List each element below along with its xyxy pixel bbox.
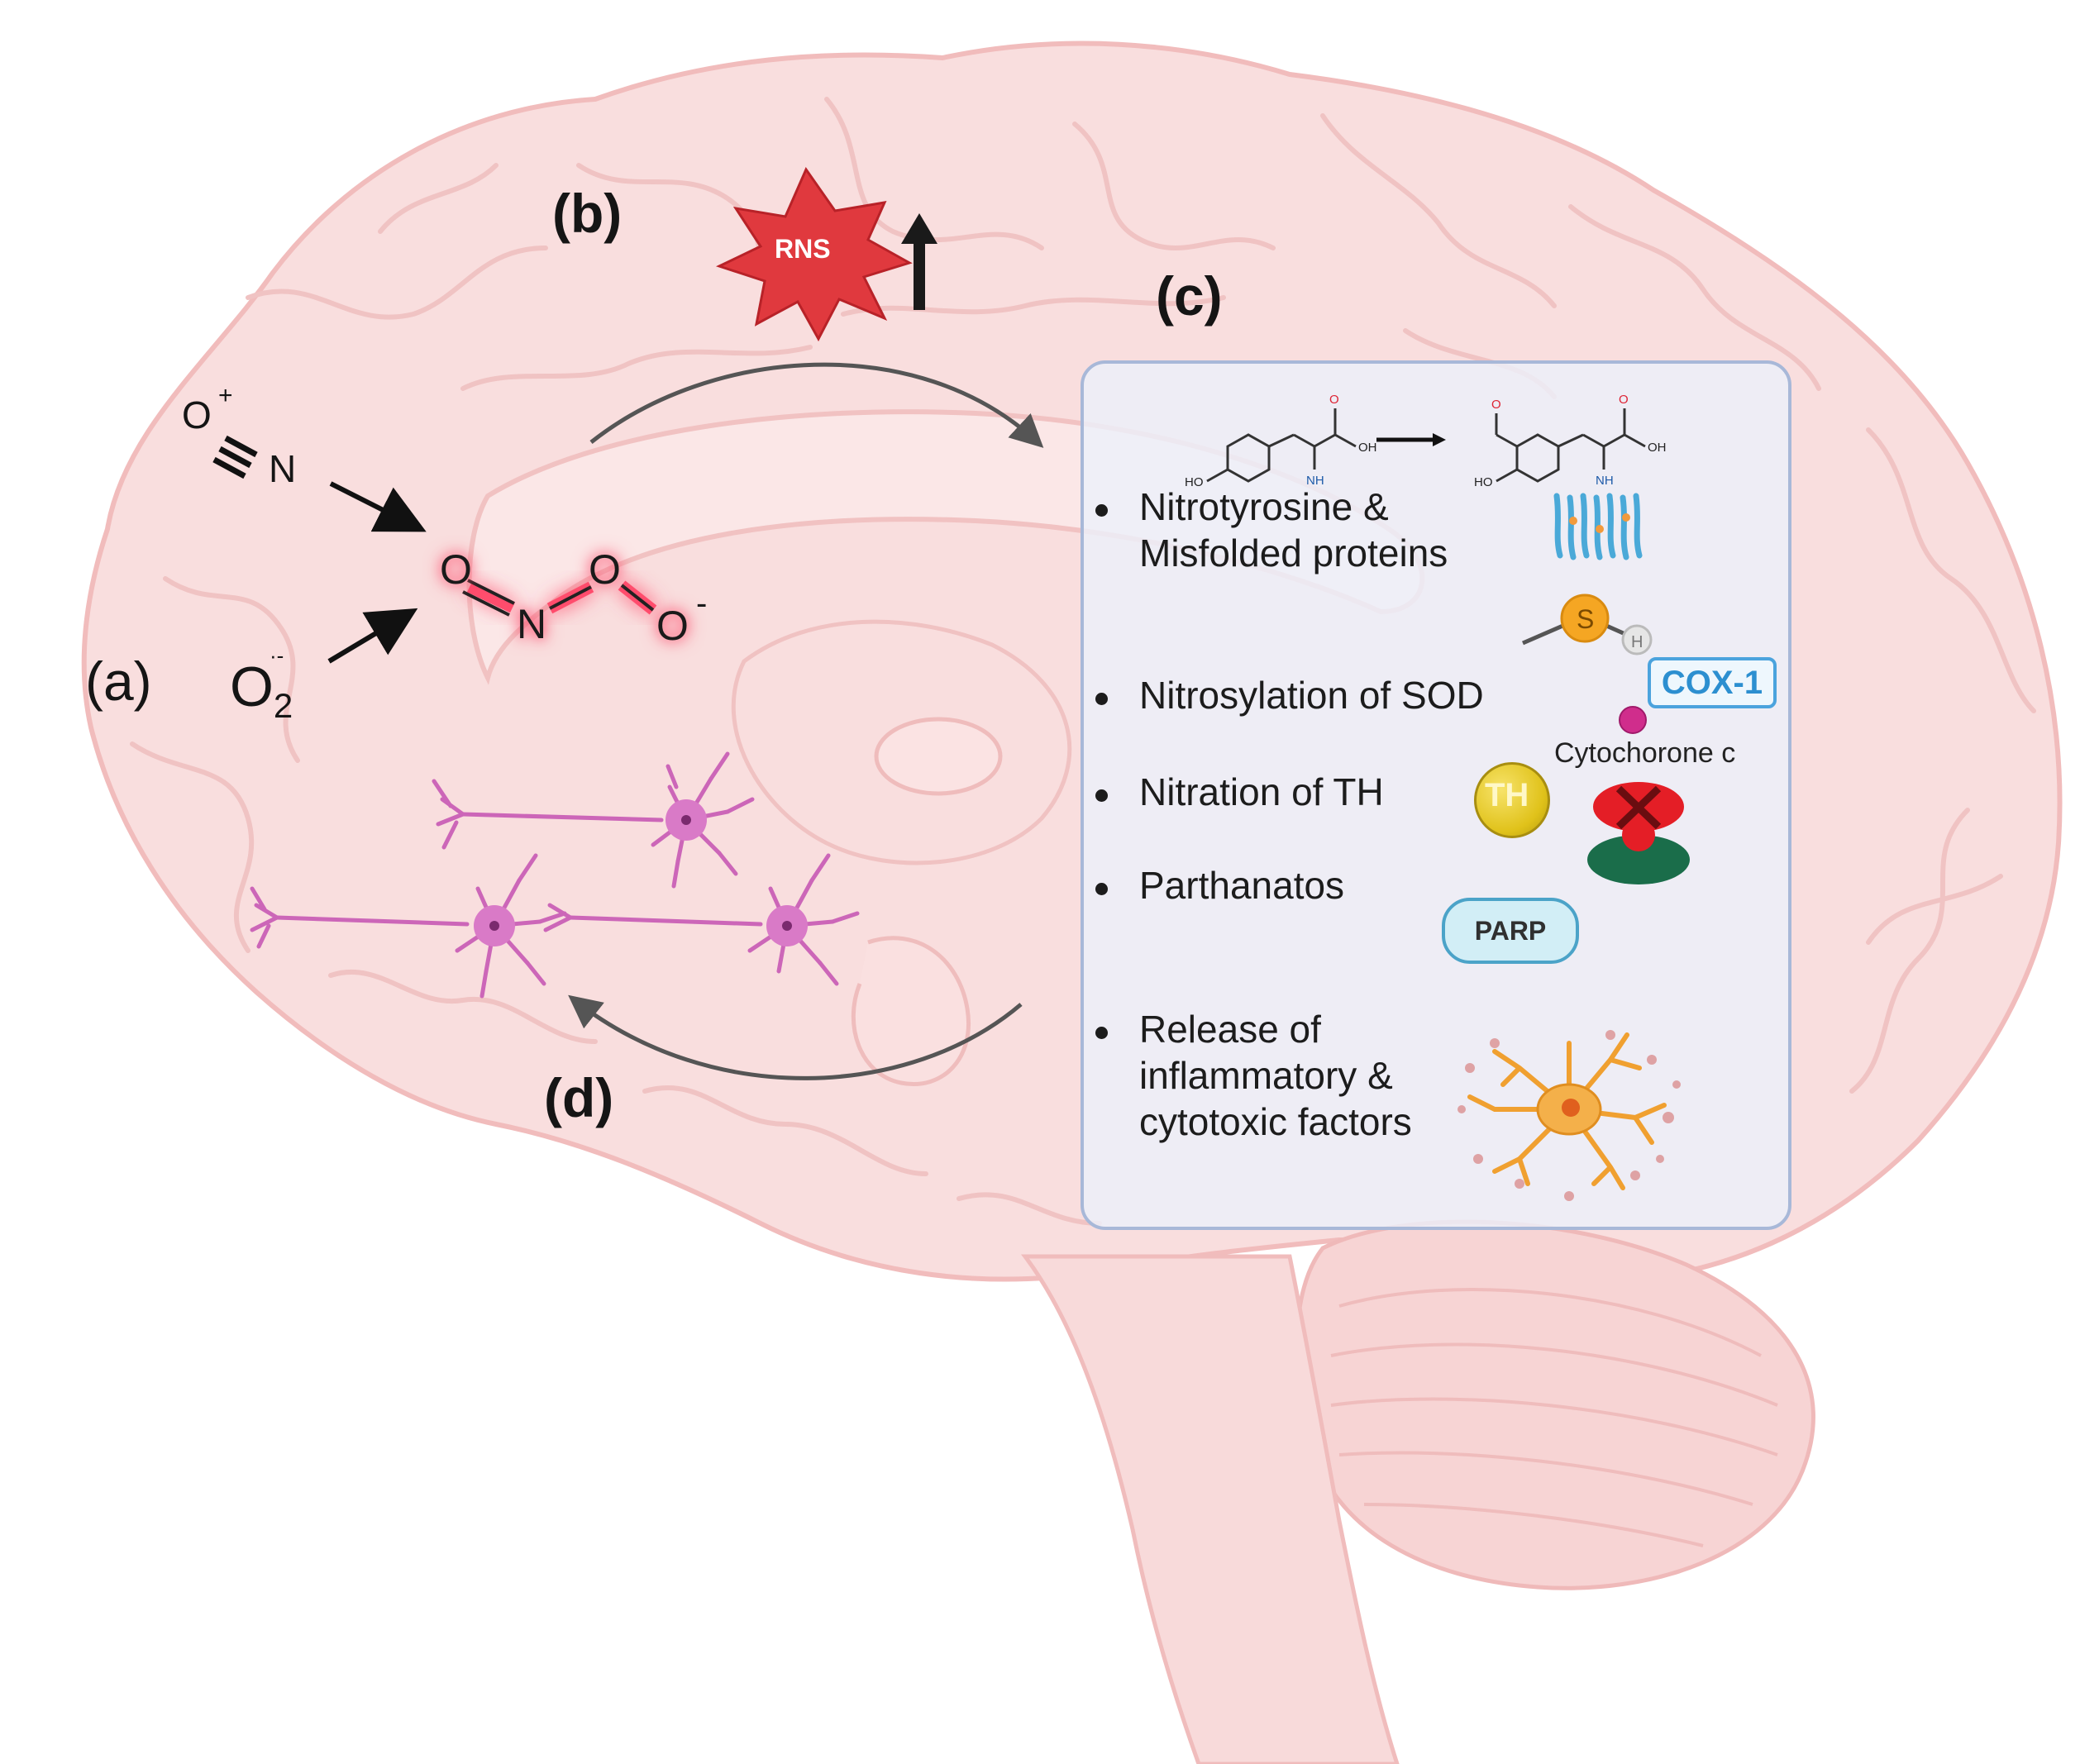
panel-label-b: (b) xyxy=(552,183,623,244)
cytochrome-c-label: Cytochorone c xyxy=(1554,737,1736,769)
microglia-icon xyxy=(1457,1030,1681,1201)
cytochrome-dot-icon xyxy=(1619,706,1647,734)
blocked-enzyme-icon xyxy=(1587,782,1690,884)
arrow-o2-to-onoo xyxy=(327,608,418,664)
rns-burst-icon xyxy=(715,166,913,342)
superoxide-charge: ·- xyxy=(270,643,284,668)
no-oxygen-label: O xyxy=(182,393,212,436)
curved-arrow-icon xyxy=(568,994,1023,1080)
mechanism-inflammatory: Release of inflammatory & cytotoxic fact… xyxy=(1139,1008,1412,1143)
mechanism-parthanatos: Parthanatos xyxy=(1139,864,1345,907)
ntyr-oh: OH xyxy=(1648,441,1667,455)
bullet-dot xyxy=(1095,883,1108,895)
brain-gyri xyxy=(130,97,2036,1226)
ntyr-ho: HO xyxy=(1474,475,1493,489)
rns-label: RNS xyxy=(775,234,831,264)
tyr-o: O xyxy=(1329,393,1339,407)
bullet-dot xyxy=(1095,693,1108,705)
peroxynitrite-n: N xyxy=(517,601,547,647)
superoxide-sub: 2 xyxy=(273,686,293,725)
mechanism-nitrosylation: Nitrosylation of SOD xyxy=(1139,674,1484,717)
ntyr-o-nitro: O xyxy=(1491,398,1501,412)
bullet-dot xyxy=(1095,1027,1108,1039)
triple-bond-icon xyxy=(212,435,258,479)
peroxynitrite-charge: - xyxy=(696,585,708,622)
up-arrow-icon xyxy=(901,213,937,310)
protein-ribbon-icon xyxy=(1553,493,1643,560)
cerebellum-folds xyxy=(1330,1288,1778,1547)
sulfur-label: S xyxy=(1577,604,1594,634)
mechanism-nitration-th: Nitration of TH xyxy=(1139,770,1384,813)
neuron-icon xyxy=(250,751,860,999)
panel-label-a: (a) xyxy=(85,651,152,712)
nitrotyrosine-reaction: HO O OH NH HO O O OH NH xyxy=(1185,393,1667,489)
arrow-no-to-onoo xyxy=(329,481,427,532)
curved-arrow-icon xyxy=(589,362,1044,448)
panel-label-d: (d) xyxy=(544,1067,614,1128)
th-sphere-icon xyxy=(1474,762,1550,838)
tyr-ho: HO xyxy=(1185,475,1204,489)
peroxynitrite-o1: O xyxy=(440,546,472,593)
panel-label-c: (c) xyxy=(1156,265,1223,327)
no-charge-label: + xyxy=(218,382,233,409)
no-nitrogen-label: N xyxy=(269,447,297,490)
ntyr-o: O xyxy=(1619,393,1629,407)
parp-badge: PARP xyxy=(1442,898,1579,964)
peroxynitrite-o3: O xyxy=(656,603,689,649)
hydrogen-label: H xyxy=(1631,633,1643,651)
peroxynitrite-o2: O xyxy=(589,546,621,593)
th-label: TH xyxy=(1485,777,1529,813)
bullet-dot xyxy=(1095,789,1108,802)
bullet-dot xyxy=(1095,504,1108,517)
superoxide-label: O2 xyxy=(230,655,293,726)
tyr-oh: OH xyxy=(1358,441,1377,455)
mechanism-nitrotyrosine: Nitrotyrosine & Misfolded proteins xyxy=(1139,485,1448,574)
cox1-badge: COX-1 xyxy=(1648,657,1777,708)
thiol-molecule-icon: S H xyxy=(1522,594,1653,656)
ntyr-nh2: NH xyxy=(1596,474,1614,488)
brain-stem xyxy=(1021,1254,1400,1764)
tyr-nh2: NH xyxy=(1306,474,1324,488)
superoxide-o: O xyxy=(230,656,274,718)
